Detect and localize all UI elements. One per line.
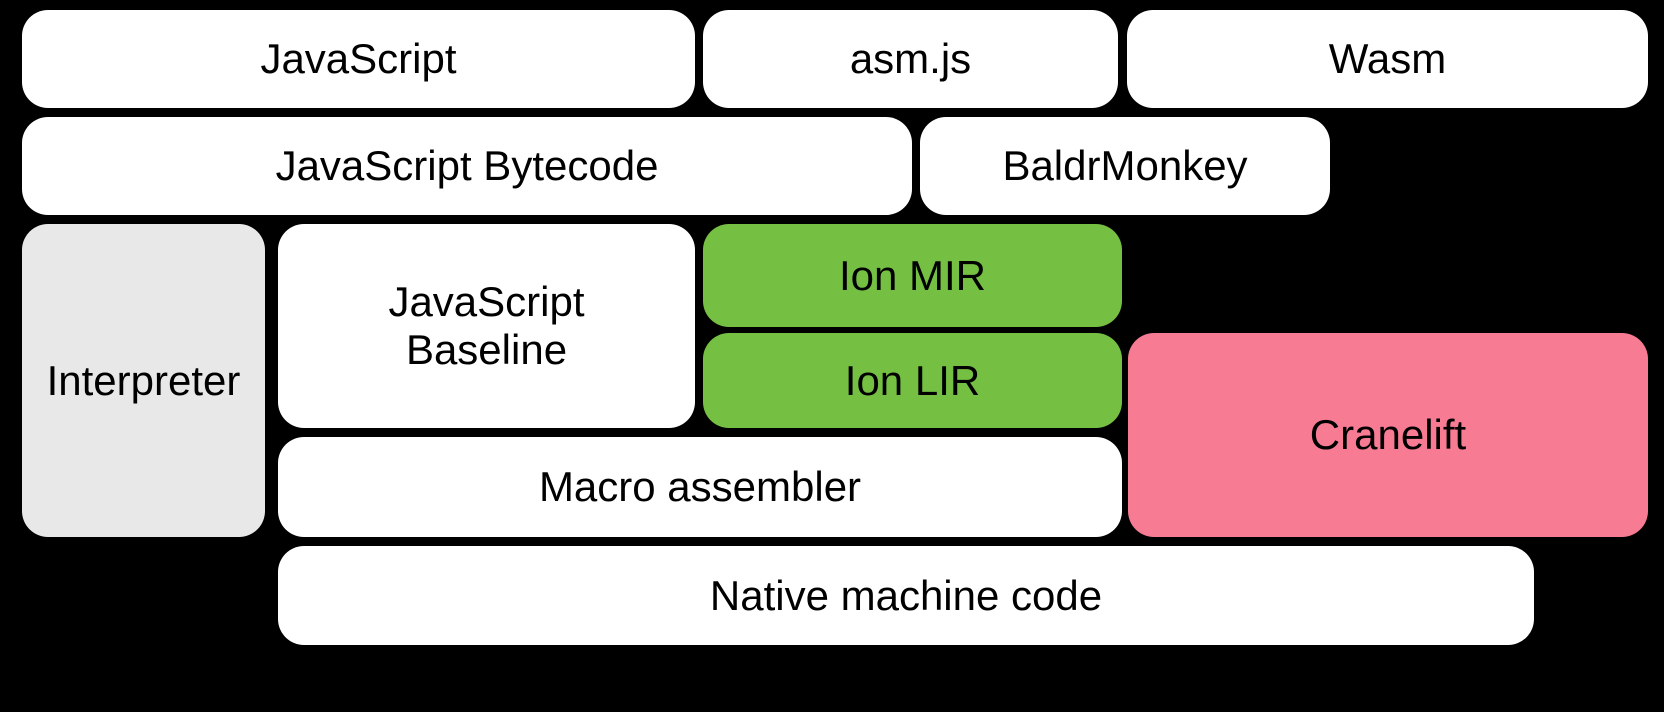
node-cranelift: Cranelift — [1128, 333, 1648, 537]
node-interpreter: Interpreter — [22, 224, 265, 537]
node-javascript-baseline: JavaScript Baseline — [278, 224, 695, 428]
node-javascript-bytecode: JavaScript Bytecode — [22, 117, 912, 215]
node-wasm: Wasm — [1127, 10, 1648, 108]
node-macro-assembler: Macro assembler — [278, 437, 1122, 537]
node-baldrmonkey: BaldrMonkey — [920, 117, 1330, 215]
node-ion-mir: Ion MIR — [703, 224, 1122, 327]
node-javascript: JavaScript — [22, 10, 695, 108]
node-native-machine-code: Native machine code — [278, 546, 1534, 645]
node-asm-js: asm.js — [703, 10, 1118, 108]
node-ion-lir: Ion LIR — [703, 333, 1122, 428]
